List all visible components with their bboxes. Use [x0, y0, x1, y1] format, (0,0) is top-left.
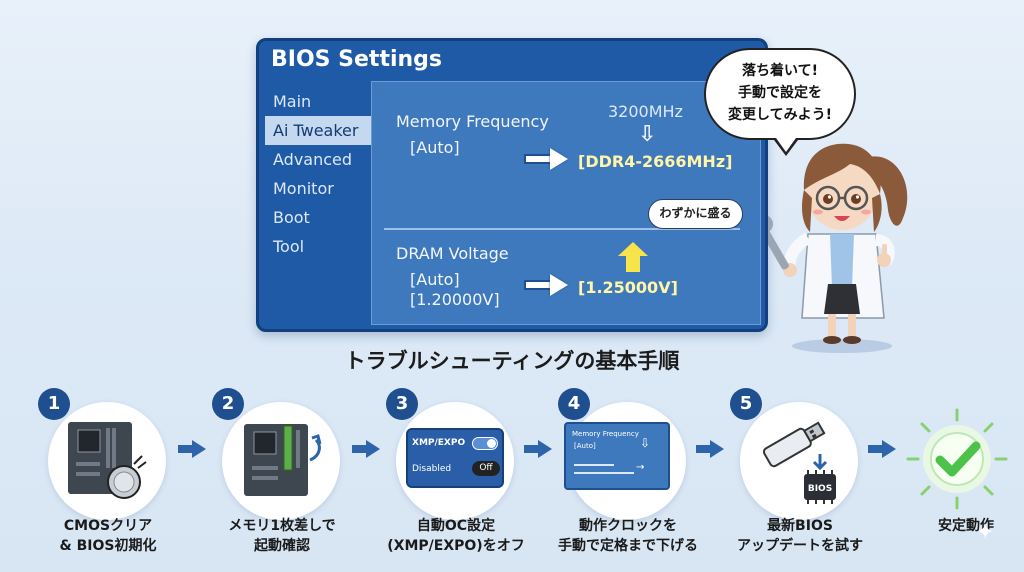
- arrow-right-icon: [524, 148, 570, 170]
- step-label: 安定動作: [876, 516, 1024, 536]
- menu-item-advanced[interactable]: Advanced: [273, 150, 353, 169]
- arrow-down-icon: ⇩: [638, 122, 657, 147]
- step-label-line-2: (XMP/EXPO)をオフ: [387, 538, 525, 554]
- step-number: 2: [212, 388, 244, 420]
- speech-line-1: 落ち着いて!: [742, 63, 818, 79]
- step-label-line-1: メモリ1枚差しで: [228, 518, 336, 534]
- bios-menu: Main Ai Tweaker Advanced Monitor Boot To…: [265, 87, 395, 261]
- step-5: BIOS 5 最新BIOS アップデートを試す: [730, 388, 870, 568]
- memory-frequency-current[interactable]: [Auto]: [410, 138, 460, 157]
- motherboard-ram-icon: [244, 424, 322, 496]
- step-4: Memory Frequency [Auto] ⇩ → 4 動作クロックを 手動…: [558, 388, 698, 568]
- menu-item-main[interactable]: Main: [273, 92, 312, 111]
- checkmark-icon: [906, 408, 1008, 510]
- step-label-line-1: 自動OC設定: [416, 518, 496, 534]
- bios-panel-icon: Memory Frequency [Auto] ⇩ →: [564, 418, 670, 498]
- step-3: XMP/EXPO Disabled Off 3 自動OC設定 (XMP/EXPO…: [386, 388, 526, 568]
- slight-increase-note: わずかに盛る: [648, 199, 743, 229]
- motherboard-battery-icon: [68, 422, 147, 499]
- flow-arrow-icon: [352, 440, 382, 458]
- step-number: 3: [386, 388, 418, 420]
- bios-chip-label: BIOS: [808, 484, 832, 494]
- step-1: 1 CMOSクリア & BIOS初期化: [38, 388, 178, 568]
- step-label: メモリ1枚差しで 起動確認: [192, 516, 372, 556]
- usb-bios-icon: BIOS: [762, 421, 836, 504]
- menu-item-boot[interactable]: Boot: [273, 208, 310, 227]
- step-label-line-2: 起動確認: [254, 538, 310, 554]
- mini-panel-title: Memory Frequency: [572, 430, 639, 438]
- step-5-circle: [740, 402, 858, 520]
- memory-frequency-hint: 3200MHz: [608, 102, 683, 121]
- engineer-character-illustration: [768, 143, 908, 353]
- menu-item-tool[interactable]: Tool: [273, 237, 305, 256]
- toggle-title: XMP/EXPO: [412, 438, 466, 448]
- memory-frequency-label: Memory Frequency: [396, 112, 549, 131]
- memory-frequency-new-value: [DDR4-2666MHz]: [578, 152, 733, 171]
- dram-voltage-current[interactable]: [Auto]: [410, 270, 460, 289]
- step-result: 安定動作: [900, 388, 1024, 568]
- sparkle-icon: ✦: [976, 520, 995, 545]
- step-label: 動作クロックを 手動で定格まで下げる: [538, 516, 718, 556]
- dram-voltage-new-value: [1.25000V]: [578, 278, 678, 297]
- toggle-switch[interactable]: [472, 437, 498, 450]
- mini-arrow-down-icon: ⇩: [640, 436, 651, 450]
- menu-item-monitor[interactable]: Monitor: [273, 179, 334, 198]
- flow-arrow-icon: [524, 440, 554, 458]
- flow-arrow-icon: [868, 440, 898, 458]
- flow-arrow-icon: [696, 440, 726, 458]
- step-label-line-2: & BIOS初期化: [59, 538, 157, 554]
- step-label-line-1: 安定動作: [938, 518, 994, 534]
- panel-divider: [384, 228, 740, 230]
- speech-line-3: 変更してみよう!: [728, 107, 832, 123]
- mini-panel-value: [Auto]: [574, 442, 596, 450]
- flow-arrow-icon: [178, 440, 208, 458]
- step-2: 2 メモリ1枚差しで 起動確認: [212, 388, 352, 568]
- step-label-line-1: 動作クロックを: [579, 518, 677, 534]
- step-number: 5: [730, 388, 762, 420]
- step-label: 自動OC設定 (XMP/EXPO)をオフ: [366, 516, 546, 556]
- bios-window: BIOS Settings Main Ai Tweaker Advanced M…: [256, 38, 768, 332]
- mini-arrow-right-icon: →: [636, 462, 645, 473]
- toggle-value[interactable]: Off: [472, 461, 500, 476]
- arrow-up-icon: [618, 242, 648, 272]
- step-label: CMOSクリア & BIOS初期化: [18, 516, 198, 556]
- toggle-state: Disabled: [412, 464, 452, 474]
- step-number: 1: [38, 388, 70, 420]
- step-number: 4: [558, 388, 590, 420]
- step-label-line-1: CMOSクリア: [63, 518, 153, 534]
- speech-bubble: 落ち着いて! 手動で設定を 変更してみよう!: [704, 48, 856, 156]
- dram-voltage-label: DRAM Voltage: [396, 244, 509, 263]
- speech-line-2: 手動で設定を: [738, 85, 822, 101]
- section-title: トラブルシューティングの基本手順: [344, 349, 680, 373]
- step-label-line-1: 最新BIOS: [767, 518, 833, 534]
- step-label-line-2: アップデートを試す: [737, 538, 863, 554]
- arrow-right-icon: [524, 274, 570, 296]
- menu-item-ai-tweaker[interactable]: Ai Tweaker: [265, 116, 395, 145]
- step-label: 最新BIOS アップデートを試す: [710, 516, 890, 556]
- xmp-toggle-icon: XMP/EXPO Disabled Off: [406, 418, 504, 498]
- bios-title: BIOS Settings: [271, 47, 443, 72]
- dram-voltage-current-value: [1.20000V]: [410, 290, 500, 309]
- step-label-line-2: 手動で定格まで下げる: [558, 538, 698, 554]
